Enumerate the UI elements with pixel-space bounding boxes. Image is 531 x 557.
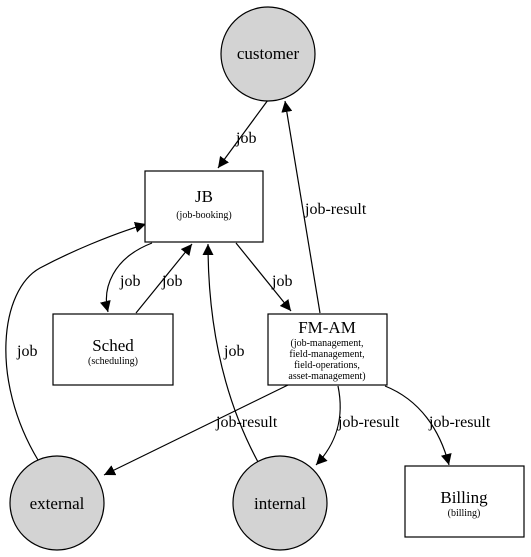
edge-label-fmam-billing: job-result xyxy=(428,414,491,431)
node-customer-label: customer xyxy=(237,44,300,63)
edge-label-customer-jb: job xyxy=(235,130,256,147)
edge-label-jb-fmam: job xyxy=(271,273,292,290)
node-sched-sublabel: (scheduling) xyxy=(88,356,138,367)
node-internal-label: internal xyxy=(254,494,306,513)
edge-fmam-to-customer: job-result xyxy=(281,100,367,314)
node-billing-label: Billing xyxy=(440,488,488,507)
node-sched-label: Sched xyxy=(92,336,134,355)
node-fmam-sublabel-line-2: field-management, xyxy=(289,349,364,360)
edge-jb-to-fmam: job xyxy=(235,242,292,312)
edge-label-fmam-external: job-result xyxy=(215,414,278,431)
edge-external-to-jb: job xyxy=(5,221,147,461)
node-jb[interactable]: JB (job-booking) xyxy=(144,170,264,243)
edge-label-jb-sched: job xyxy=(119,273,140,290)
node-fmam[interactable]: FM-AM (job-management, field-management,… xyxy=(267,313,388,386)
edge-fmam-to-external: job-result xyxy=(103,384,289,476)
node-customer[interactable]: customer xyxy=(220,6,316,102)
node-fmam-sublabel-line-4: asset-management) xyxy=(288,371,365,382)
node-internal[interactable]: internal xyxy=(232,455,328,551)
node-sched[interactable]: Sched (scheduling) xyxy=(52,313,174,386)
node-jb-label: JB xyxy=(195,187,213,206)
edge-label-sched-jb: job xyxy=(161,273,182,290)
node-fmam-sublabel-line-3: field-operations, xyxy=(294,360,360,371)
edge-internal-to-jb: job xyxy=(202,243,259,463)
node-external[interactable]: external xyxy=(9,455,105,551)
node-jb-sublabel: (job-booking) xyxy=(176,210,232,221)
edge-customer-to-jb: job xyxy=(217,99,269,169)
edge-label-fmam-customer: job-result xyxy=(304,201,367,218)
edge-label-fmam-internal: job-result xyxy=(337,414,400,431)
edge-fmam-to-internal: job-result xyxy=(315,385,400,466)
node-fmam-label: FM-AM xyxy=(298,318,356,337)
node-fmam-sublabel-line-1: (job-management, xyxy=(290,338,363,349)
edge-sched-to-jb: job xyxy=(135,243,193,314)
node-billing[interactable]: Billing (billing) xyxy=(404,465,525,538)
node-billing-sublabel: (billing) xyxy=(448,508,481,519)
edge-label-internal-jb: job xyxy=(223,343,244,360)
edge-jb-to-sched: job xyxy=(100,242,153,313)
edge-label-external-jb: job xyxy=(16,343,37,360)
node-external-label: external xyxy=(30,494,85,513)
edge-fmam-to-billing: job-result xyxy=(384,385,491,466)
